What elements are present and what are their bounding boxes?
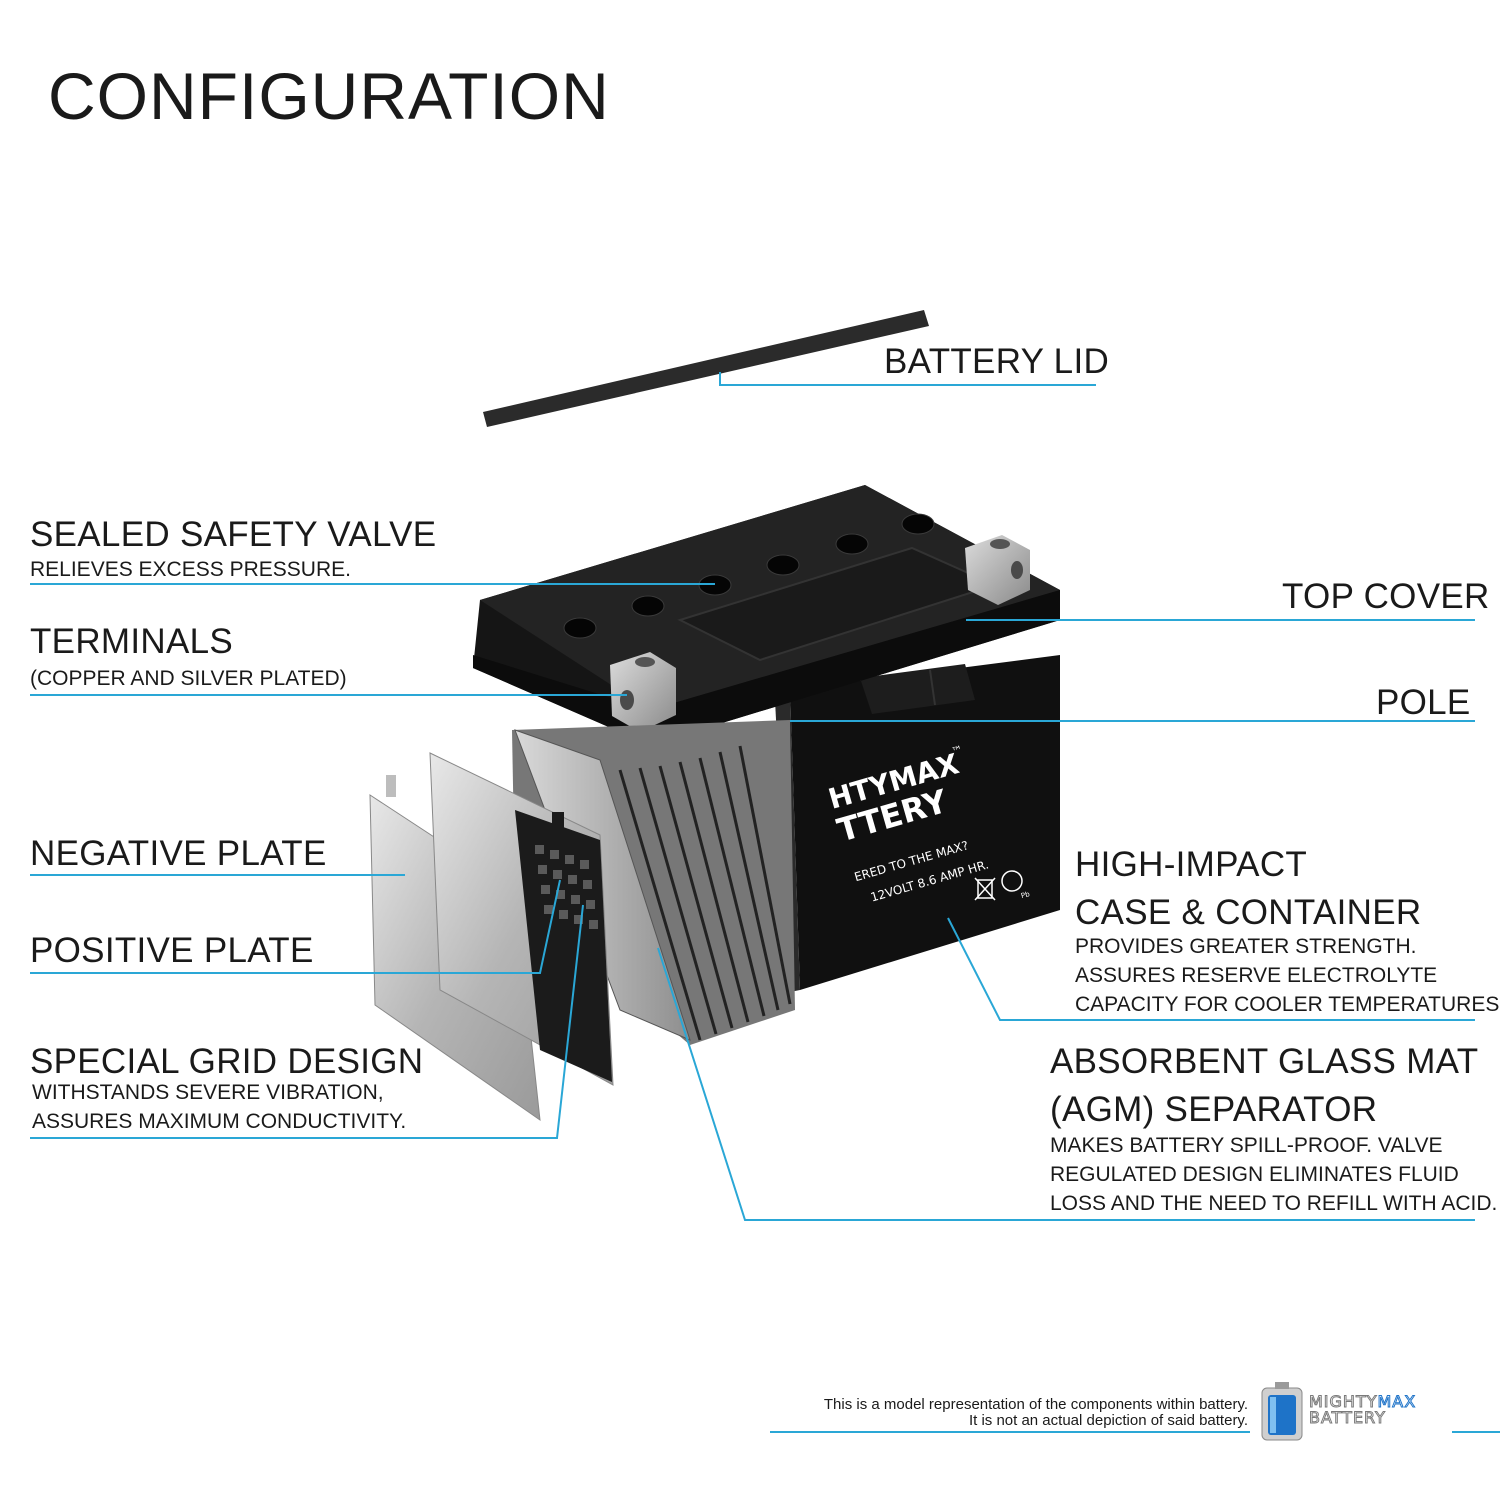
label-negative-plate: NEGATIVE PLATE xyxy=(30,834,327,873)
desc-agm-line-3: LOSS AND THE NEED TO REFILL WITH ACID. xyxy=(1050,1192,1498,1215)
battery-lid xyxy=(483,310,929,427)
desc-terminals: (COPPER AND SILVER PLATED) xyxy=(30,667,347,690)
terminal-negative xyxy=(610,652,676,732)
terminal-positive xyxy=(965,535,1030,605)
recycle-icons xyxy=(974,870,1023,901)
brand-tm: ™ xyxy=(950,743,964,759)
leader-grid-design xyxy=(30,904,584,1139)
disclaimer-line-2: It is not an actual depiction of said ba… xyxy=(968,1412,1248,1429)
special-grid xyxy=(535,845,598,929)
positive-plate xyxy=(429,752,614,1086)
page-title: CONFIGURATION xyxy=(48,59,610,133)
logo-word-battery: BATTERY xyxy=(1308,1408,1386,1427)
desc-case-line-2: ASSURES RESERVE ELECTROLYTE xyxy=(1075,964,1438,987)
label-terminals: TERMINALS xyxy=(30,622,234,661)
label-case-line-2: CASE & CONTAINER xyxy=(1075,893,1422,932)
label-pole: POLE xyxy=(1376,683,1471,722)
leader-agm xyxy=(657,947,1475,1221)
logo-word-mighty: MIGHTY xyxy=(1309,1392,1378,1411)
label-top-cover: TOP COVER xyxy=(1282,577,1490,616)
label-sealed-safety-valve: SEALED SAFETY VALVE xyxy=(30,515,437,554)
leader-positive-plate xyxy=(30,879,561,974)
label-case-line-1: HIGH-IMPACT xyxy=(1075,845,1308,884)
desc-grid-line-2: ASSURES MAXIMUM CONDUCTIVITY. xyxy=(32,1110,407,1133)
logo-battery-icon xyxy=(1261,1382,1303,1441)
desc-grid-line-1: WITHSTANDS SEVERE VIBRATION, xyxy=(32,1081,384,1104)
leader-battery-lid xyxy=(719,372,1096,386)
desc-sealed-safety-valve: RELIEVES EXCESS PRESSURE. xyxy=(30,558,351,581)
label-positive-plate: POSITIVE PLATE xyxy=(30,931,314,970)
desc-agm-line-2: REGULATED DESIGN ELIMINATES FLUID xyxy=(1050,1163,1459,1186)
desc-case-line-3: CAPACITY FOR COOLER TEMPERATURES. xyxy=(1075,993,1500,1016)
disclaimer: This is a model representation of the co… xyxy=(824,1397,1248,1429)
label-special-grid-design: SPECIAL GRID DESIGN xyxy=(30,1042,424,1081)
logo-word-max: MAX xyxy=(1377,1392,1417,1411)
disclaimer-line-1: This is a model representation of the co… xyxy=(823,1396,1248,1413)
label-battery-lid: BATTERY LID xyxy=(884,342,1110,381)
leader-lines xyxy=(30,372,1500,1433)
label-agm-line-2: (AGM) SEPARATOR xyxy=(1050,1090,1378,1129)
desc-case-line-1: PROVIDES GREATER STRENGTH. xyxy=(1075,935,1417,958)
logo-wordmark: MIGHTYMAX BATTERY xyxy=(1308,1392,1417,1427)
leader-case xyxy=(947,917,1475,1021)
pb-mark: Pb xyxy=(1020,890,1031,900)
label-agm-line-1: ABSORBENT GLASS MAT xyxy=(1050,1042,1479,1081)
desc-agm-line-1: MAKES BATTERY SPILL-PROOF. VALVE xyxy=(1050,1134,1443,1157)
